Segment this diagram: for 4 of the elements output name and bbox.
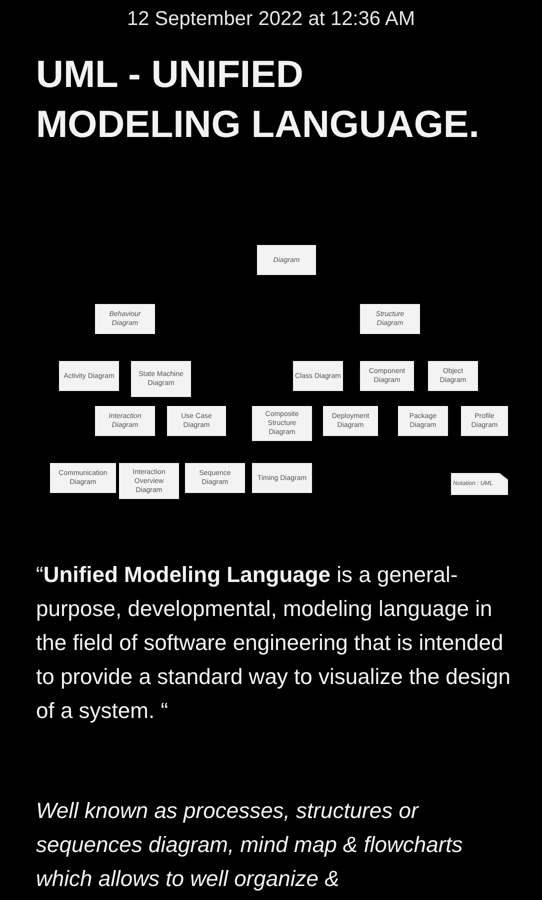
note-title: UML - UNIFIED MODELING LANGUAGE. [36,53,480,148]
italic-paragraph: Well known as processes, structures or sequences diagram, mind map & flowcharts which allows to well organize & [36,797,464,893]
date-text: 12 September 2022 at 12:36 AM [126,8,416,31]
quote-paragraph: “Unified Modeling Language is a general-purpose, developmental, modeling language in the field of software engineering that is intended to provide a standard way to visualize the design of a system. “ [36,561,512,725]
